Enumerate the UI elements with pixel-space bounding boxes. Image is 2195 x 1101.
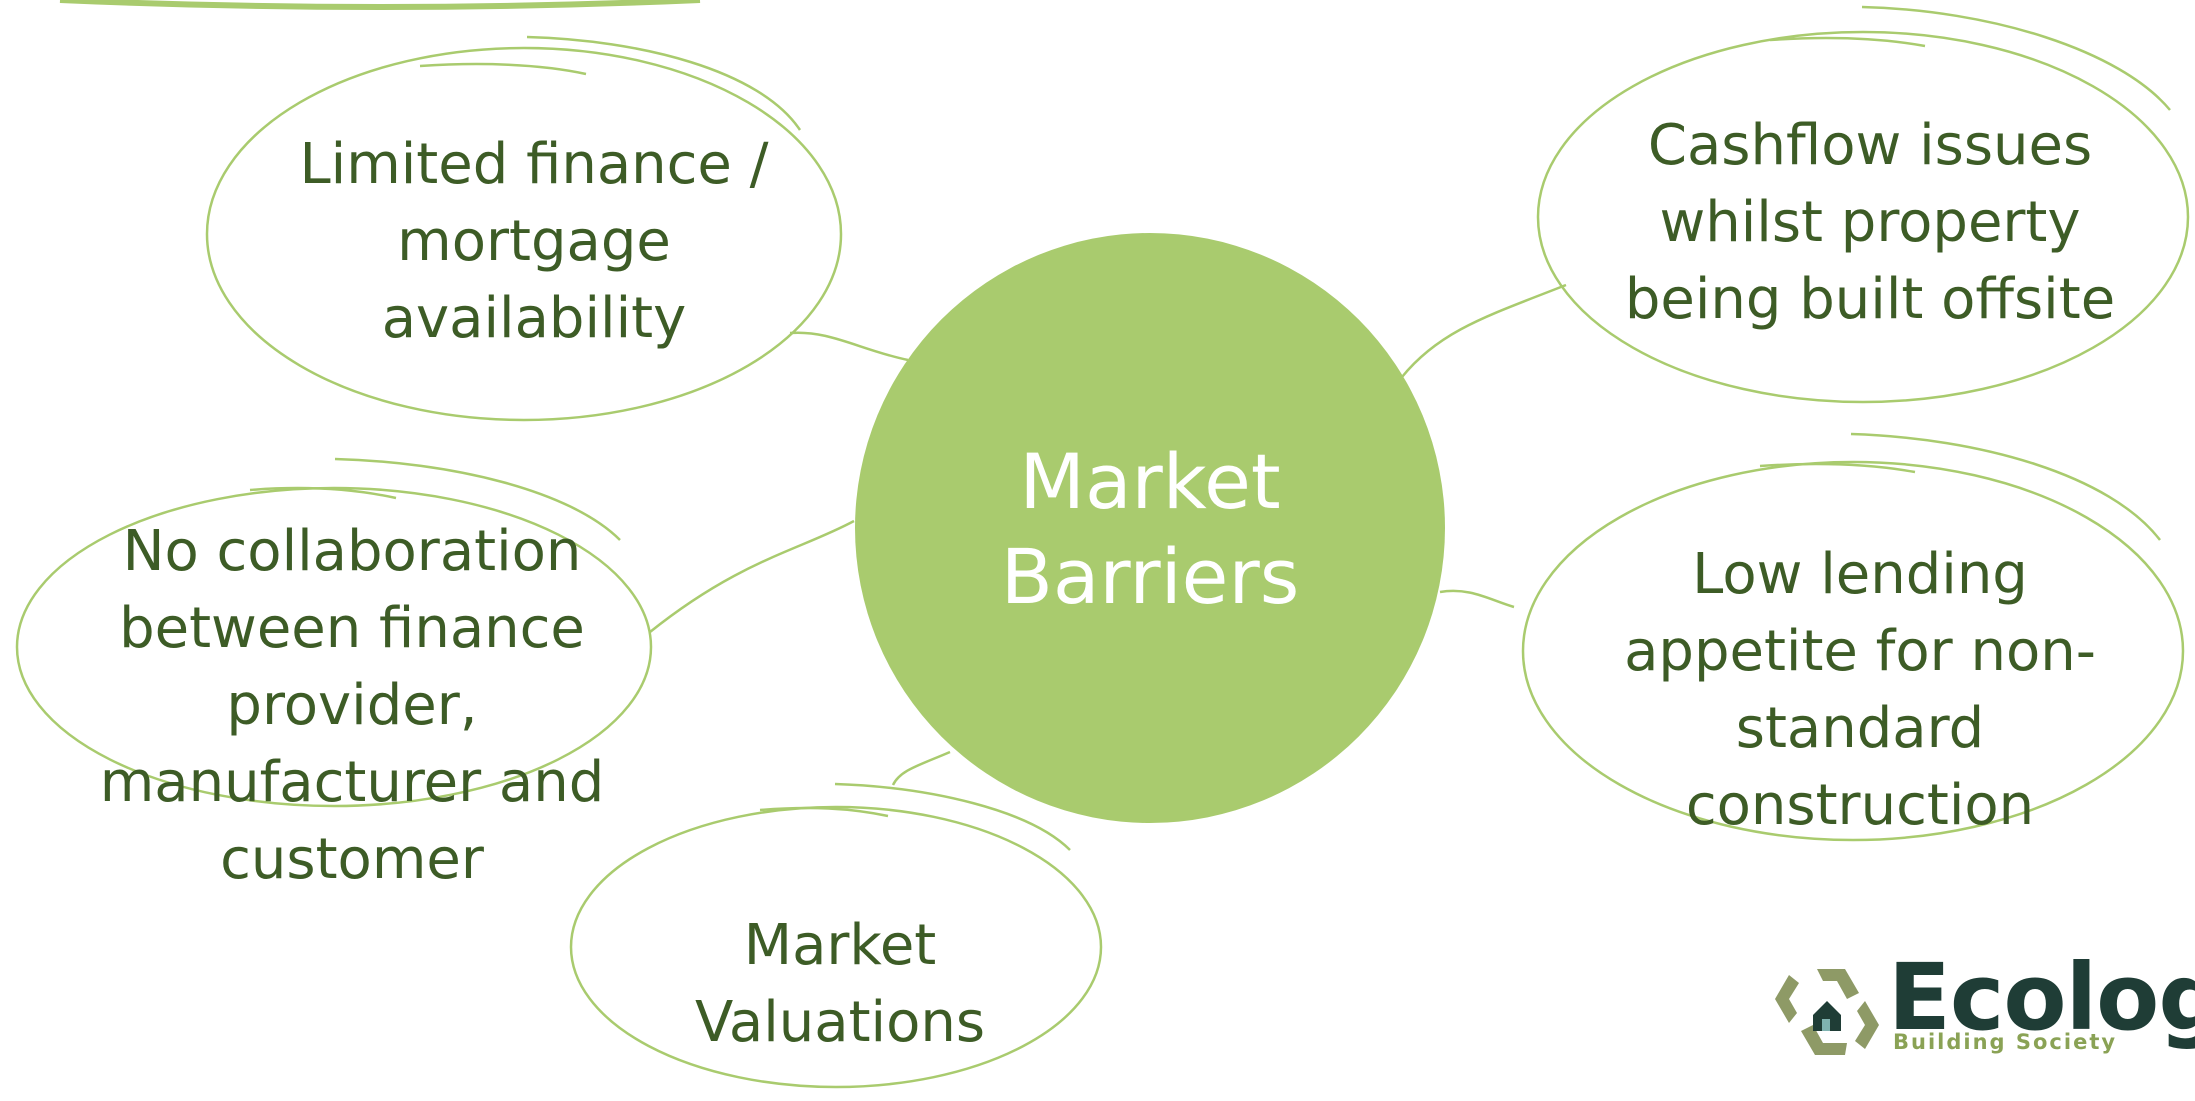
- bubble-limited-finance-rim: [526, 35, 802, 131]
- logo-name: Ecology: [1888, 944, 2195, 1051]
- connector-cashflow: [1401, 283, 1567, 378]
- bubble-market-valuations-stroke: [759, 806, 889, 818]
- bubble-limited-finance: [205, 46, 843, 422]
- bubble-limited-finance-stroke: [419, 62, 587, 76]
- bubble-cashflow-label: Cashflow issues whilst property being bu…: [1624, 113, 2116, 332]
- bubble-low-lending-rim: [1850, 432, 2161, 541]
- top-arc-decoration: [59, 0, 701, 10]
- connector-no-collaboration: [649, 519, 855, 633]
- recycle-house-icon: [1775, 969, 1879, 1055]
- connector-limited-finance: [789, 331, 909, 362]
- bubble-low-lending-label: Low lending appetite for non- standard c…: [1624, 542, 2096, 838]
- bubble-no-collaboration-label: No collaboration between finance provide…: [99, 519, 605, 892]
- center-label: Market Barriers: [1000, 437, 1300, 621]
- bubble-cashflow-rim: [1861, 5, 2171, 111]
- bubble-cashflow-stroke: [1769, 36, 1926, 48]
- logo-tagline: Building Society: [1893, 1030, 2118, 1054]
- bubble-low-lending-stroke: [1759, 462, 1916, 474]
- bubble-limited-finance-label: Limited finance / mortgage availability: [299, 132, 769, 351]
- connector-low-lending: [1439, 589, 1515, 609]
- bubble-no-collaboration-stroke: [249, 486, 397, 500]
- bubble-market-valuations-label: Market Valuations: [694, 913, 986, 1055]
- bubble-no-collaboration-rim: [334, 457, 621, 541]
- bubble-low-lending: [1521, 460, 2185, 842]
- connector-market-valuations: [891, 750, 951, 786]
- bubble-market-valuations-rim: [834, 782, 1071, 851]
- bubble-cashflow: [1536, 30, 2190, 404]
- bubble-market-valuations: [569, 805, 1103, 1089]
- center-circle: [855, 233, 1445, 823]
- bubble-no-collaboration: [15, 486, 653, 808]
